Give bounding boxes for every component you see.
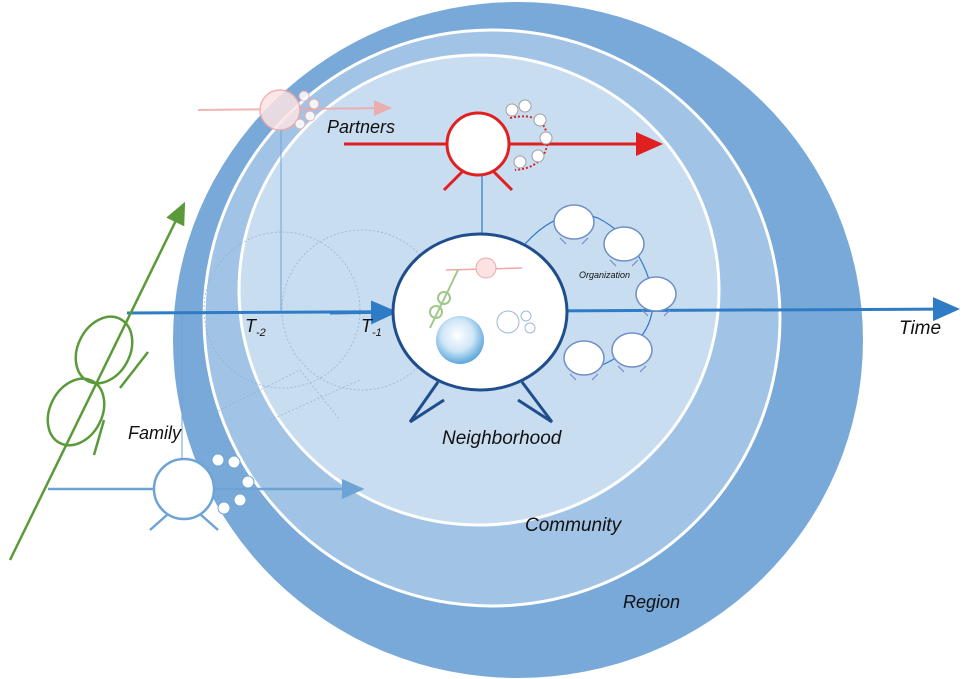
organization-cluster <box>524 204 677 381</box>
label-t-minus-1-main: T <box>361 316 372 336</box>
label-t-minus-2-main: T <box>245 316 256 336</box>
label-t-minus-1-sub: -1 <box>372 327 382 339</box>
label-family: Family <box>128 423 181 443</box>
label-t-minus-2: T-2 <box>245 316 266 339</box>
family-blue-node <box>48 453 365 531</box>
label-t-minus-1: T-1 <box>361 316 382 339</box>
family-green-node <box>8 201 186 561</box>
faded-partners-node <box>197 89 392 131</box>
label-partners: Partners <box>327 117 396 137</box>
neighborhood-node <box>391 232 569 424</box>
label-community: Community <box>525 515 622 536</box>
partners-node <box>344 99 663 238</box>
label-region: Region <box>623 592 681 612</box>
label-organization: Organization <box>579 270 631 280</box>
t1-tick-arrow <box>329 300 398 325</box>
label-time: Time <box>899 318 942 339</box>
label-t-minus-2-sub: -2 <box>256 327 266 339</box>
label-neighborhood: Neighborhood <box>442 428 562 449</box>
